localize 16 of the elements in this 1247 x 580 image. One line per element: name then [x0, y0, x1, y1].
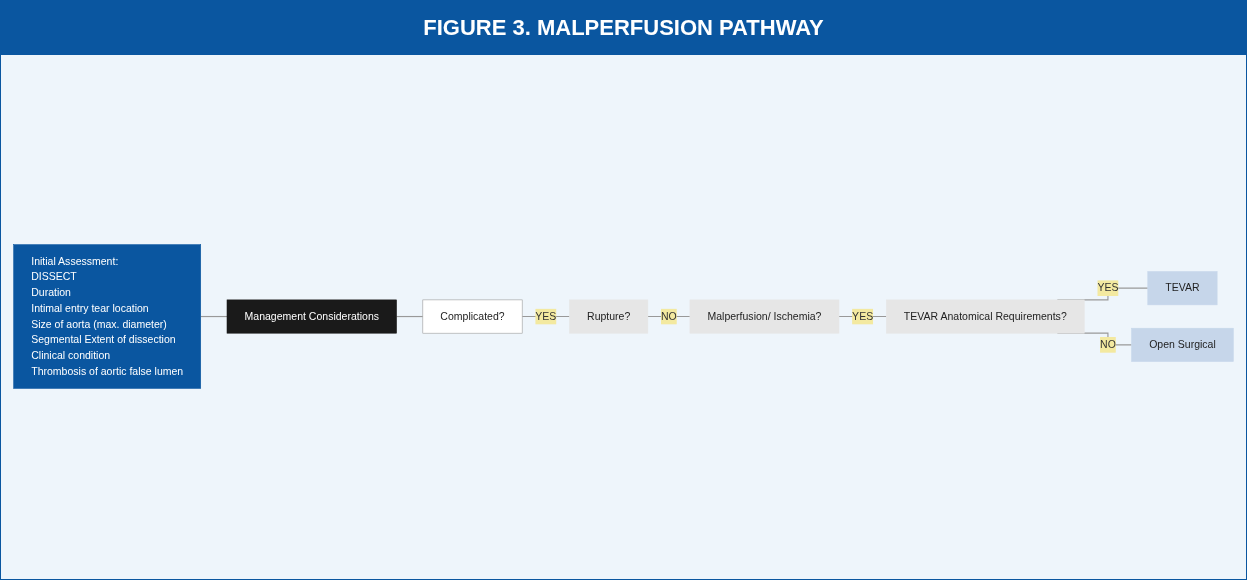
node-box: Malperfusion/ Ischemia?: [689, 300, 840, 334]
edge-label: YES: [1097, 282, 1119, 295]
node-box: Complicated?: [422, 300, 523, 334]
edge-label: NO: [661, 310, 677, 323]
edge-label: YES: [852, 310, 874, 323]
connector: [395, 316, 424, 318]
figure-title: FIGURE 3. MALPERFUSION PATHWAY: [1, 1, 1246, 55]
node-box: Rupture?: [569, 300, 649, 334]
node-box: Management Considerations: [226, 300, 397, 334]
node-box: Open Surgical: [1131, 328, 1234, 363]
node-box: TEVAR: [1147, 271, 1218, 306]
edge-label: NO: [1100, 339, 1116, 351]
connector: [200, 316, 228, 318]
node-box: TEVAR Anatomical Requirements?: [886, 300, 1085, 334]
edge-label: YES: [535, 310, 557, 323]
node-box: Initial Assessment: DISSECT Duration Intimal entry tear location Size of aorta (max. diameter) Segmental Extent of dissection Clinical condition Thrombosis of aortic false lumen: [13, 244, 201, 390]
